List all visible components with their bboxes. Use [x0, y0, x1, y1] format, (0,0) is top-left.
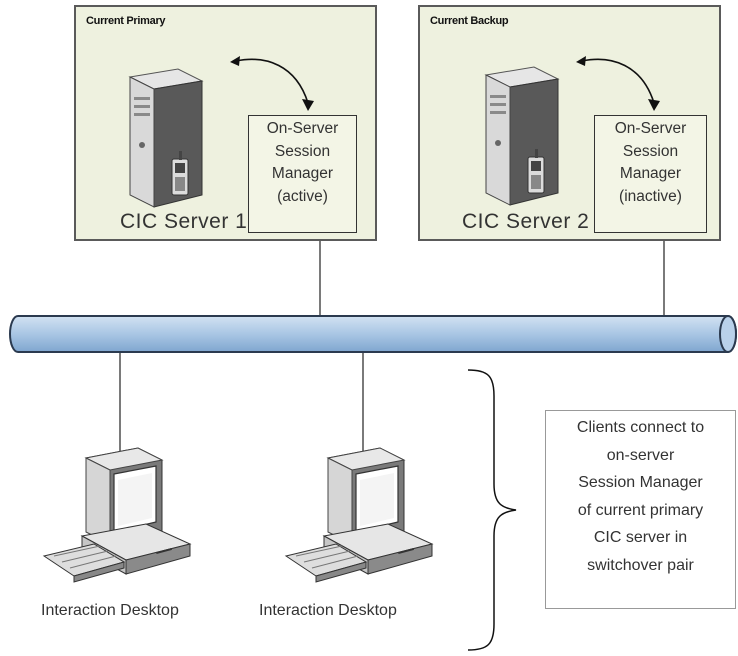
clients-note: Clients connect to on-server Session Man…: [545, 410, 736, 609]
backup-server-label: CIC Server 2: [462, 210, 590, 233]
primary-server-label: CIC Server 1: [120, 210, 248, 233]
client-label: Interaction Desktop: [41, 602, 179, 619]
server-tower-icon: [128, 68, 204, 208]
session-line: Manager: [619, 165, 682, 182]
note-line: on-server: [606, 446, 675, 464]
note-line: Session Manager: [578, 474, 703, 491]
session-line: (active): [277, 187, 328, 205]
sync-arrow-icon: [576, 56, 660, 111]
backup-session-manager: On-Server Session Manager (inactive): [594, 115, 707, 233]
grouping-brace: [467, 369, 517, 651]
primary-server-box: Current Primary CIC Server 1 On-Server S…: [74, 5, 377, 241]
session-line: Session: [622, 142, 679, 160]
session-line: On-Server: [614, 120, 687, 137]
note-line: Clients connect to: [576, 419, 705, 436]
session-line: (inactive): [619, 187, 682, 205]
note-line: of current primary: [577, 501, 704, 519]
primary-session-manager: On-Server Session Manager (active): [248, 115, 357, 233]
session-line: Manager: [271, 165, 334, 182]
primary-box-title: Current Primary: [86, 15, 166, 27]
note-line: CIC server in: [593, 529, 688, 546]
session-line: Session: [274, 142, 331, 160]
sync-arrow-icon: [230, 56, 314, 111]
note-line: switchover pair: [587, 556, 694, 574]
session-line: On-Server: [266, 120, 339, 137]
desktop-computer-icon: [284, 447, 434, 583]
desktop-computer-icon: [42, 447, 192, 583]
backup-server-box: Current Backup CIC Server 2 On-Server Se…: [418, 5, 721, 241]
client-label: Interaction Desktop: [259, 602, 397, 619]
backup-box-title: Current Backup: [430, 15, 509, 27]
server-tower-icon: [484, 66, 560, 206]
